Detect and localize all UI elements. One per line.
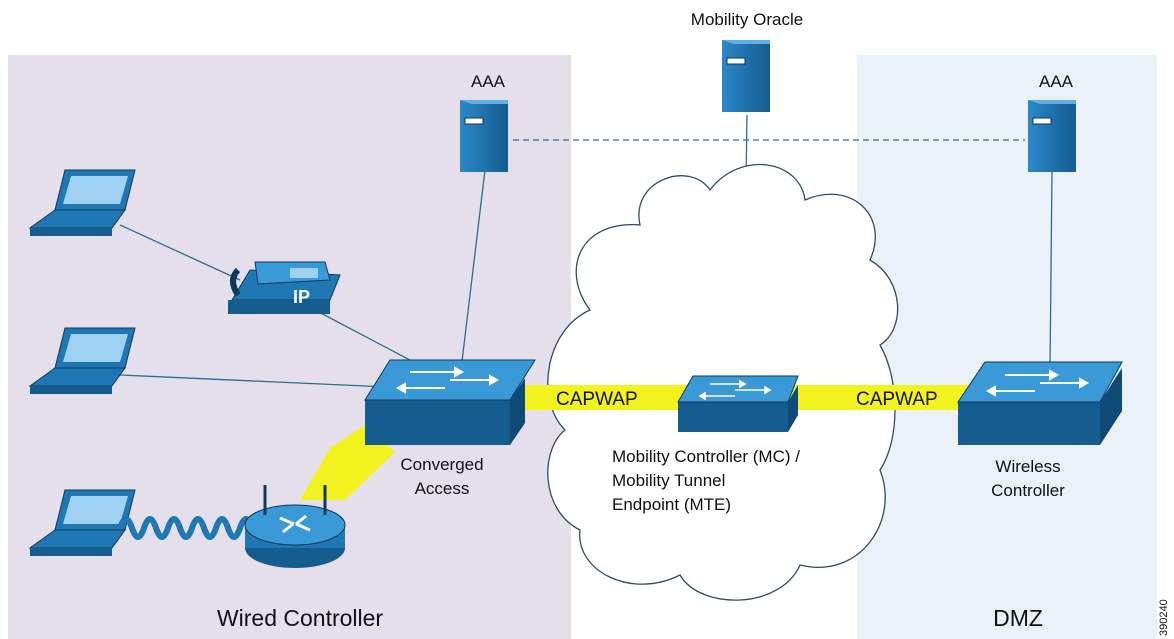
links: [119, 114, 1053, 389]
mobility-oracle-server: [722, 40, 770, 112]
ip-phone-label: IP: [293, 287, 310, 307]
aaa-right-switch-link: [1049, 169, 1053, 371]
converged-label-1: Converged: [400, 455, 483, 474]
ip-phone-icon: [228, 261, 341, 314]
mc-label-2: Mobility Tunnel: [612, 471, 725, 490]
capwap-tunnel-left: [520, 385, 690, 410]
wired-zone-label: Wired Controller: [217, 605, 383, 631]
laptop-icon-3: [28, 489, 136, 556]
wireless-controller-switch: [957, 361, 1123, 445]
laptop-icon-2: [28, 327, 136, 394]
aaa-switch-link: [459, 169, 486, 379]
aaa-left-label: AAA: [471, 72, 506, 91]
wireless-link-icon: [117, 516, 267, 540]
capwap-tunnel-right: [790, 385, 975, 410]
capwap-left-label: CAPWAP: [556, 389, 638, 410]
aaa-right-label: AAA: [1039, 72, 1074, 91]
dmz-zone: [857, 55, 1157, 639]
mobility-controller-switch: [677, 375, 799, 432]
aaa-right-server: [1028, 100, 1076, 172]
wireless-label-2: Controller: [991, 481, 1065, 500]
mc-label-1: Mobility Controller (MC) /: [612, 447, 800, 466]
laptop-icon-1: [28, 169, 136, 236]
converged-access-switch: [364, 359, 536, 445]
laptop1-phone-link: [119, 224, 241, 281]
capwap-right-label: CAPWAP: [856, 389, 938, 410]
aaa-left-server: [460, 100, 508, 172]
wireless-label-1: Wireless: [995, 457, 1060, 476]
mobility-oracle-label: Mobility Oracle: [691, 10, 803, 29]
figure-id: 390240: [1158, 599, 1170, 636]
dmz-zone-label: DMZ: [993, 605, 1043, 631]
access-point-icon: [244, 485, 346, 568]
laptop2-switch-link: [119, 374, 411, 389]
converged-label-2: Access: [415, 479, 470, 498]
mc-label-3: Endpoint (MTE): [612, 495, 731, 514]
phone-switch-link: [314, 309, 426, 369]
